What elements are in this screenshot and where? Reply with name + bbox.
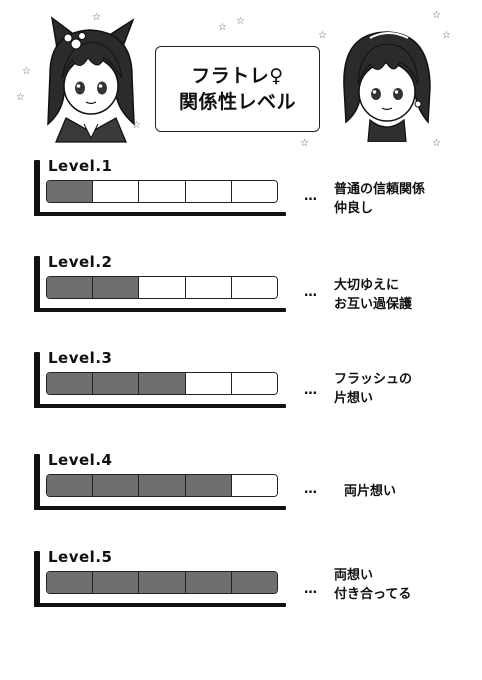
ellipsis: … [304,582,320,597]
star-icon: ☆ [236,16,245,27]
ellipsis: … [304,482,320,497]
bar-segment-empty [231,181,277,202]
meter-floor [34,506,286,510]
bar-segment-empty [93,181,140,202]
meter-floor [34,308,286,312]
meter-floor [34,212,286,216]
meter-frame [34,160,40,216]
meter-frame [34,551,40,607]
description-line: 仲良し [334,201,374,216]
description-line: 付き合ってる [334,587,412,602]
level-label: Level.2 [48,253,113,271]
level-description: 両片想い [344,482,396,501]
level-description: 両想い 付き合ってる [334,566,411,604]
level-label: Level.4 [48,451,113,469]
bar-segment-filled [139,572,186,593]
bar-segment-filled [93,572,140,593]
level-bar [46,276,278,299]
title-box: フラトレ♀ 関係性レベル [155,46,320,132]
level-2-meter: Level.2 [34,253,286,312]
level-bar [46,180,278,203]
title-line-2: 関係性レベル [178,91,296,113]
bar-segment-filled [93,373,140,394]
bar-segment-filled [185,475,232,496]
meter-floor [34,603,286,607]
description-line: 普通の信頼関係 [334,182,426,197]
star-icon: ☆ [300,138,309,149]
level-description: フラッシュの 片想い [334,370,412,408]
level-bar [46,571,278,594]
description-line: お互い過保護 [334,297,413,312]
star-icon: ☆ [442,30,451,41]
bar-segment-filled [231,572,277,593]
description-line: 両想い [334,568,374,583]
meter-frame [34,256,40,312]
ellipsis: … [304,383,320,398]
bar-segment-empty [185,181,232,202]
star-icon: ☆ [132,120,141,131]
ellipsis: … [304,189,320,204]
level-bar [46,474,278,497]
bar-segment-filled [93,277,140,298]
bar-segment-filled [47,572,94,593]
meter-frame [34,454,40,510]
bar-segment-filled [47,475,94,496]
description-line: フラッシュの [334,372,413,387]
bar-segment-filled [185,572,232,593]
bar-segment-empty [139,277,186,298]
level-3-meter: Level.3 [34,349,286,408]
bar-segment-empty [231,277,277,298]
level-description: 普通の信頼関係 仲良し [334,180,425,218]
bar-segment-filled [47,277,94,298]
bar-segment-empty [231,373,277,394]
level-description: 大切ゆえに お互い過保護 [334,276,412,314]
level-bar [46,372,278,395]
star-icon: ☆ [318,30,327,41]
bar-segment-filled [139,373,186,394]
description-line: 大切ゆえに [334,278,400,293]
star-icon: ☆ [22,66,31,77]
bar-segment-filled [47,181,94,202]
level-label: Level.1 [48,157,113,175]
meter-frame [34,352,40,408]
star-icon: ☆ [16,92,25,103]
ellipsis: … [304,285,320,300]
level-4-meter: Level.4 [34,451,286,510]
level-5-meter: Level.5 [34,548,286,607]
bar-segment-empty [231,475,277,496]
right-character-portrait [330,22,442,142]
star-icon: ☆ [432,138,441,149]
bar-segment-empty [185,277,232,298]
bar-segment-empty [139,181,186,202]
meter-floor [34,404,286,408]
level-label: Level.3 [48,349,113,367]
bar-segment-empty [185,373,232,394]
description-line: 片想い [334,391,374,406]
left-character-portrait [38,14,143,144]
bar-segment-filled [47,373,94,394]
description-line: 両片想い [344,484,397,499]
star-icon: ☆ [218,22,227,33]
level-label: Level.5 [48,548,113,566]
bar-segment-filled [93,475,140,496]
title-line-1: フラトレ♀ [191,65,284,87]
level-1-meter: Level.1 [34,157,286,216]
star-icon: ☆ [432,10,441,21]
bar-segment-filled [139,475,186,496]
star-icon: ☆ [92,12,101,23]
